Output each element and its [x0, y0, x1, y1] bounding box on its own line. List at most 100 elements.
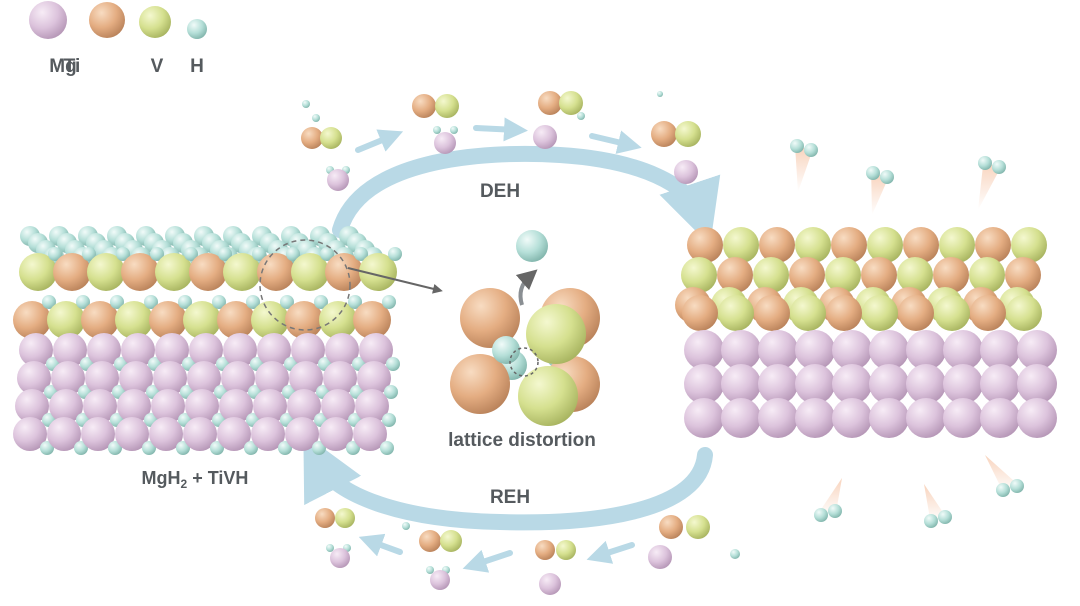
legend-ti-sphere	[89, 2, 125, 38]
mg-atom	[155, 333, 189, 367]
v-atom	[251, 301, 289, 339]
legend-mg-label: Mg	[49, 56, 76, 77]
reh-label: REH	[490, 487, 530, 508]
mg-atom	[221, 361, 255, 395]
ti-atom	[861, 257, 897, 293]
mg-atom	[832, 364, 872, 404]
mg-atom	[223, 333, 257, 367]
ti-atom	[149, 301, 187, 339]
mg-atom	[321, 389, 355, 423]
mg-atom	[795, 364, 835, 404]
h2-molecule-atom	[1010, 479, 1024, 493]
v-atom	[753, 257, 789, 293]
mg-atom	[83, 389, 117, 423]
mg-atom	[255, 361, 289, 395]
ti-atom	[419, 530, 441, 552]
mg-atom	[13, 417, 47, 451]
mg-atom	[539, 573, 561, 595]
interstitial-h-atom	[116, 247, 130, 261]
mg-atom	[53, 333, 87, 367]
process-step-arrow	[358, 533, 403, 557]
v-atom	[934, 295, 970, 331]
right-dehydrided-block	[675, 227, 1057, 438]
h2-molecule-atom	[992, 160, 1006, 174]
h-atom	[577, 112, 585, 120]
interstitial-h-atom	[246, 295, 260, 309]
v-atom	[87, 253, 125, 291]
h-atom	[402, 522, 410, 530]
process-step-arrow	[355, 129, 404, 153]
ti-atom	[826, 295, 862, 331]
h-migration-arrow	[515, 269, 538, 306]
ti-atom	[53, 253, 91, 291]
ti-atom	[1005, 257, 1041, 293]
mg-atom	[47, 417, 81, 451]
legend-ti-label: Ti	[64, 56, 81, 77]
mg-atom	[149, 417, 183, 451]
process-step-arrow	[586, 540, 635, 564]
process-step-arrow	[473, 117, 528, 142]
mg-atom	[1017, 330, 1057, 370]
mg-atom	[980, 398, 1020, 438]
ti-atom	[81, 301, 119, 339]
mg-atom	[119, 361, 153, 395]
ti-atom	[898, 295, 934, 331]
mg-atom	[15, 389, 49, 423]
mg-atom	[115, 417, 149, 451]
mg-atom	[674, 160, 698, 184]
interstitial-h-atom	[314, 295, 328, 309]
ti-atom	[682, 295, 718, 331]
v-atom	[559, 91, 583, 115]
interstitial-h-atom	[142, 441, 156, 455]
v-atom	[939, 227, 975, 263]
interstitial-h-atom	[312, 441, 326, 455]
legend-v-sphere	[139, 6, 171, 38]
mg-atom	[721, 398, 761, 438]
h-atom	[326, 544, 334, 552]
interstitial-h-atom	[184, 247, 198, 261]
legend-mg-sphere	[29, 1, 67, 39]
mg-atom	[721, 364, 761, 404]
reh-cycle-arrow	[303, 433, 713, 531]
ti-atom	[970, 295, 1006, 331]
mg-atom	[355, 389, 389, 423]
mg-atom	[87, 333, 121, 367]
interstitial-h-atom	[150, 247, 164, 261]
ti-atom	[217, 301, 255, 339]
process-step-arrow	[462, 549, 513, 573]
lattice-distortion-label: lattice distortion	[448, 430, 596, 451]
h2-molecule-atom	[996, 483, 1010, 497]
mg-atom	[906, 364, 946, 404]
interstitial-h-atom	[212, 295, 226, 309]
mg-atom	[325, 333, 359, 367]
mg-atom	[980, 330, 1020, 370]
mg-atom	[327, 169, 349, 191]
mg-atom	[285, 417, 319, 451]
v-atom	[335, 508, 355, 528]
mg-atom	[17, 361, 51, 395]
mg-atom	[832, 330, 872, 370]
interstitial-h-atom	[82, 247, 96, 261]
v-atom	[718, 295, 754, 331]
mg-atom	[434, 132, 456, 154]
mg-atom	[189, 333, 223, 367]
ti-atom	[325, 253, 363, 291]
interstitial-h-atom	[178, 295, 192, 309]
mg-atom	[253, 389, 287, 423]
mg-atom	[533, 125, 557, 149]
mg-atom	[51, 361, 85, 395]
mg-atom	[353, 417, 387, 451]
h-atom	[450, 126, 458, 134]
ti-atom	[659, 515, 683, 539]
h2-molecule-atom	[828, 504, 842, 518]
mg-atom	[758, 364, 798, 404]
interstitial-h-atom	[210, 441, 224, 455]
h2-molecule-atom	[790, 139, 804, 153]
interstitial-h-atom	[40, 441, 54, 455]
mg-atom	[684, 398, 724, 438]
ti-atom	[687, 227, 723, 263]
hydrogen-release-cone	[871, 173, 889, 215]
interstitial-h-atom	[380, 441, 394, 455]
